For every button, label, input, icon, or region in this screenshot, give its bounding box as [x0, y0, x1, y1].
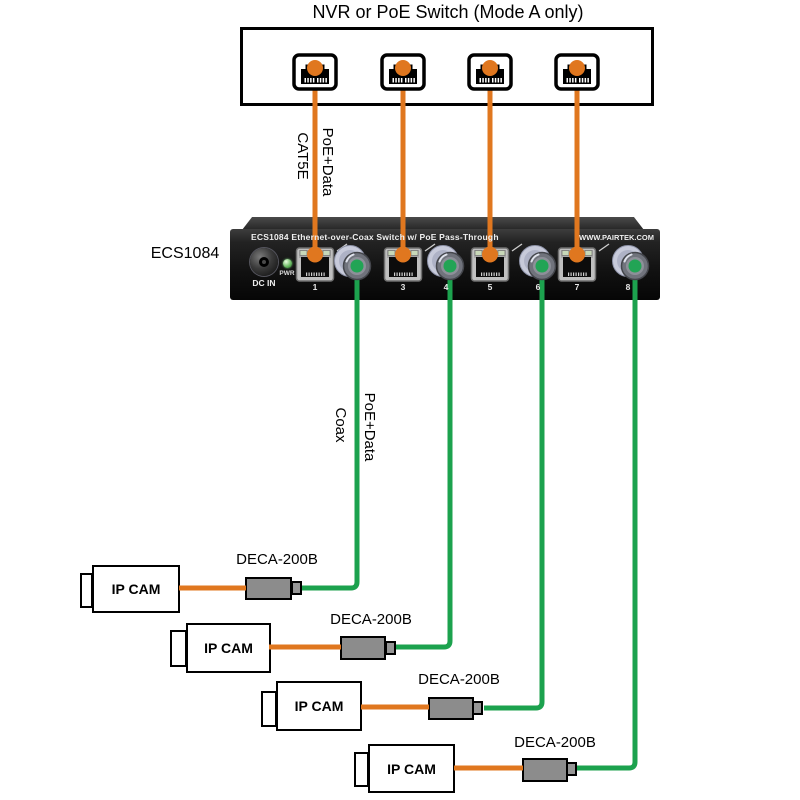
port-number-4: 4 [443, 282, 449, 292]
poe-data-label-top: PoE+Data [319, 127, 336, 197]
deca-adapter [428, 697, 474, 720]
port-number-7: 7 [574, 282, 580, 292]
ip-cam-box: IP CAM [186, 623, 271, 673]
port-number-5: 5 [487, 282, 493, 292]
port-number-8: 8 [625, 282, 631, 292]
ip-cam-lens [354, 752, 369, 787]
ip-cam-box: IP CAM [368, 744, 455, 793]
ip-cam-lens [261, 691, 277, 727]
deca-adapter [245, 577, 292, 600]
port-number-3: 3 [400, 282, 406, 292]
port-number-6: 6 [535, 282, 541, 292]
port-number-1: 1 [312, 282, 318, 292]
coax-label: Coax [332, 407, 349, 443]
ip-cam-box: IP CAM [92, 565, 180, 613]
ip-cam-lens [170, 630, 187, 667]
ip-cam-label: IP CAM [111, 581, 161, 597]
deca-adapter-label: DECA-200B [514, 734, 596, 751]
switch-website-label: WWW.PAIRTEK.COM [579, 233, 654, 242]
poe-data-label-bottom: PoE+Data [361, 392, 378, 462]
deca-adapter-label: DECA-200B [236, 551, 318, 568]
dc-in-jack [250, 248, 278, 276]
ip-cam-box: IP CAM [276, 681, 362, 731]
switch-top-face [242, 217, 644, 230]
ip-cam-label: IP CAM [387, 760, 436, 777]
deca-adapter-label: DECA-200B [330, 611, 412, 628]
power-led-label: PWR [279, 270, 295, 277]
dc-in-jack-pin [262, 260, 266, 264]
switch-model-label: ECS1084 [150, 245, 220, 262]
ip-cam-label: IP CAM [204, 640, 253, 656]
ip-cam-label: IP CAM [294, 698, 344, 714]
deca-adapter-connector [385, 641, 396, 655]
coax-cable [396, 266, 453, 650]
dc-in-jack-hole [259, 257, 269, 267]
nvr-box [240, 27, 654, 106]
coax-cable [484, 266, 545, 711]
deca-adapter-label: DECA-200B [418, 671, 500, 688]
dc-in-label: DC IN [252, 278, 276, 288]
deca-adapter [340, 636, 386, 660]
coax-cable [577, 266, 638, 771]
power-led [283, 259, 292, 268]
cat5e-label: CAT5E [294, 132, 311, 180]
deca-adapter-connector [291, 581, 302, 595]
nvr-title: NVR or PoE Switch (Mode A only) [312, 2, 584, 22]
deca-adapter [522, 758, 568, 782]
switch-panel-title: ECS1084 Ethernet-over-Coax Switch w/ PoE… [251, 232, 499, 242]
